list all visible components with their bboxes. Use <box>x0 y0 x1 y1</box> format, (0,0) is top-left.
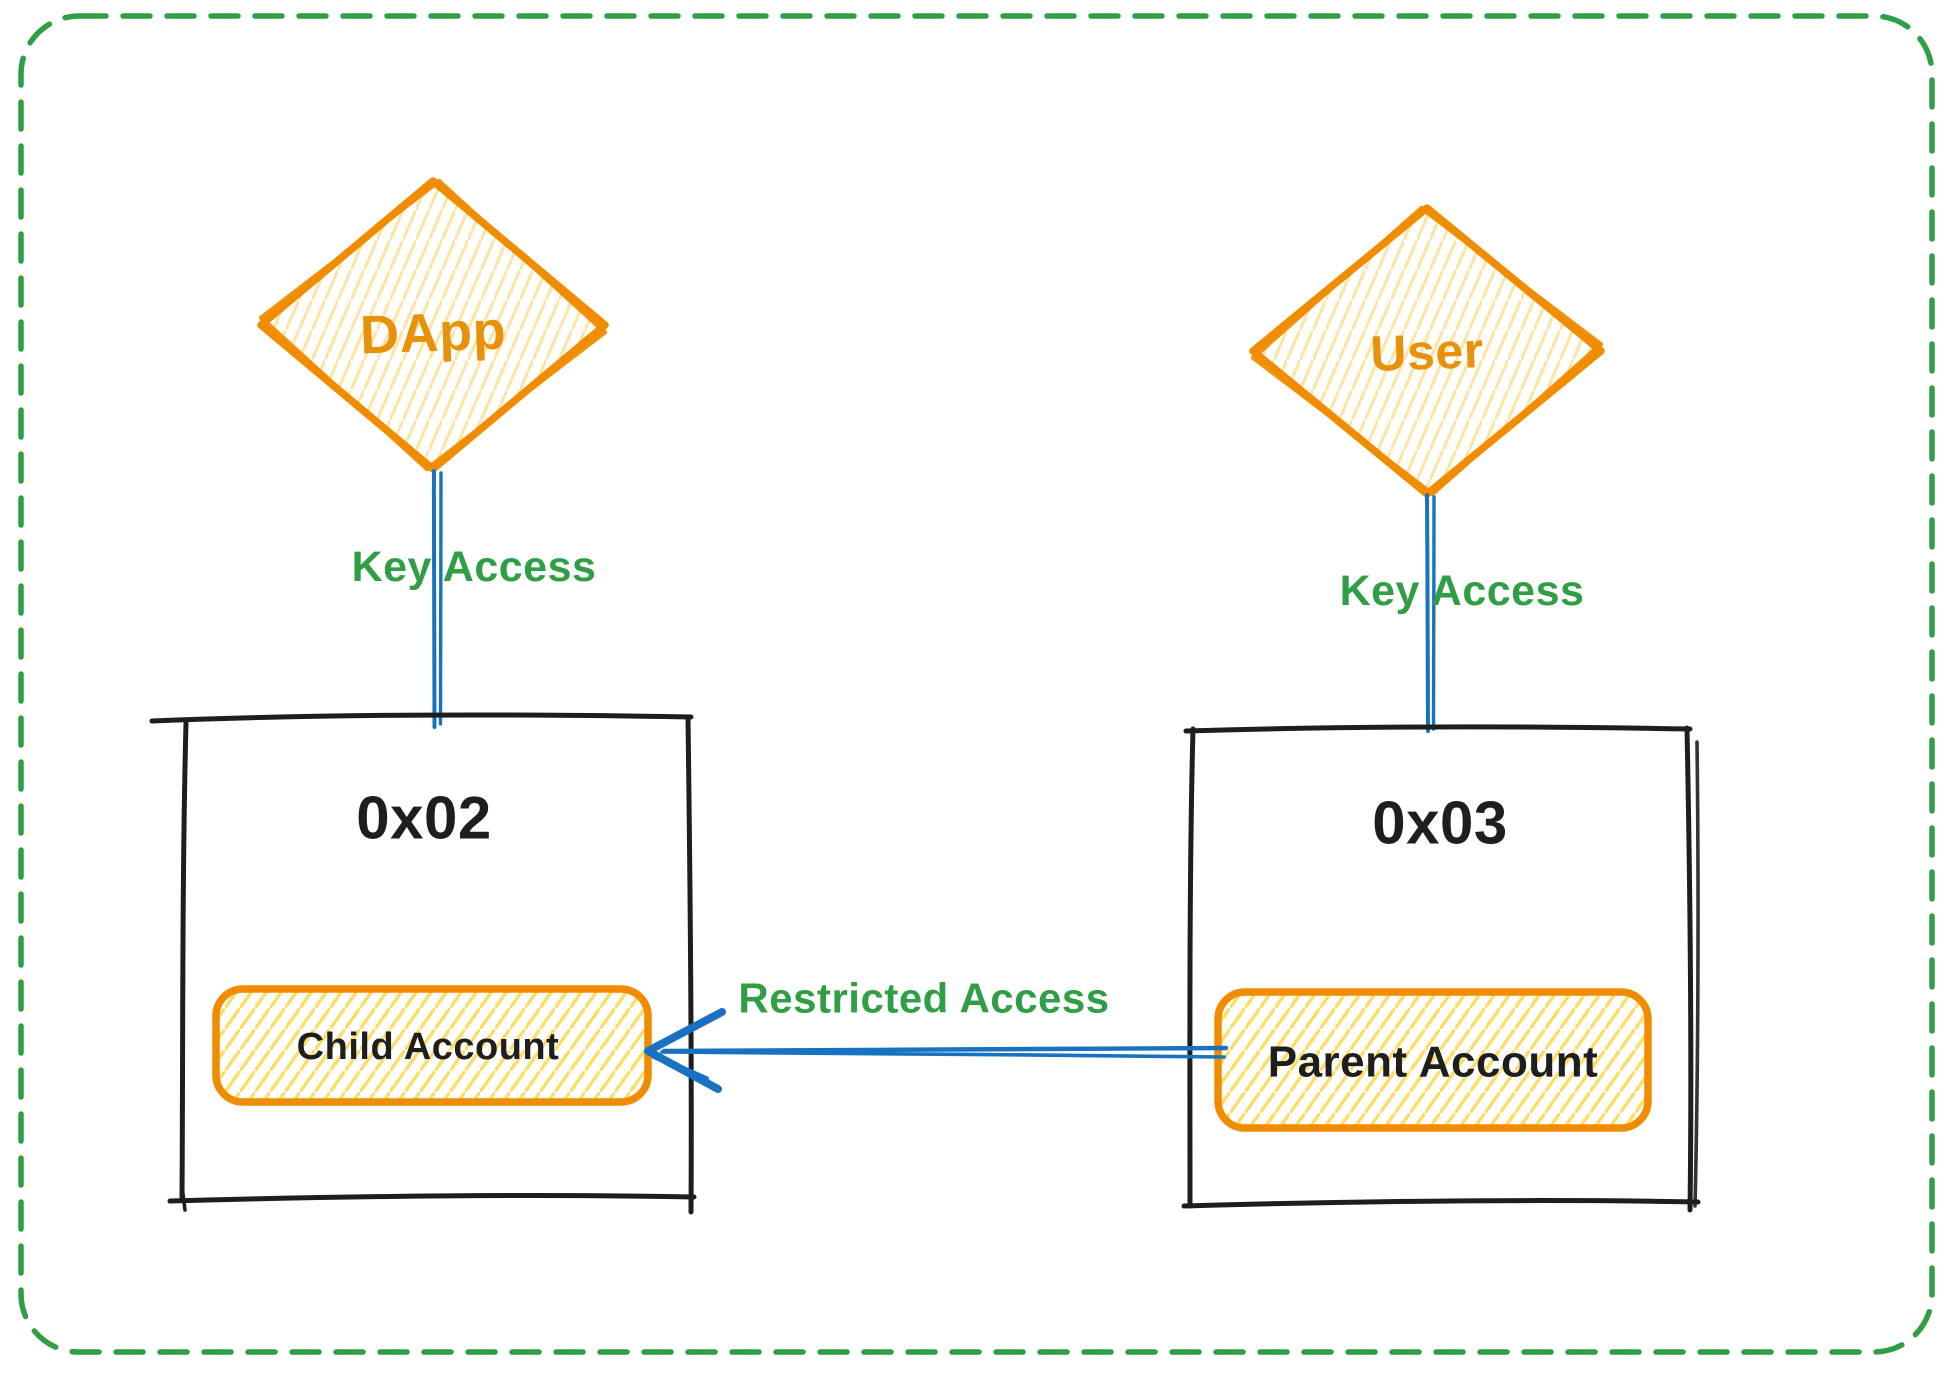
dapp-connector-line-2 <box>438 471 443 726</box>
child-account-shape <box>212 985 652 1106</box>
restricted-arrow-line-2 <box>660 1050 1226 1059</box>
right-box-right-edge <box>1684 725 1694 1213</box>
right-account-box <box>1181 724 1701 1213</box>
right-box-top-edge <box>1183 724 1693 734</box>
right-box-left-edge <box>1187 726 1196 1209</box>
restricted-access-label: Restricted Access <box>738 975 1109 1022</box>
left-box-bottom-edge <box>167 1193 697 1204</box>
restricted-arrow-line-1 <box>661 1045 1229 1054</box>
left-box-right-edge <box>685 715 694 1215</box>
restricted-arrow-head-sketch <box>651 1053 709 1082</box>
restricted-access-arrow <box>644 1008 1229 1093</box>
left-box-left-edge <box>179 720 189 1203</box>
parent-account-label: Parent Account <box>1268 1038 1599 1087</box>
left-box-top-edge <box>149 712 694 724</box>
parent-account-pill: Parent Account <box>1214 988 1652 1132</box>
child-account-label: Child Account <box>297 1026 560 1068</box>
right-box-right-edge-sketch <box>1693 740 1700 1208</box>
dapp-diamond-outline-sketch <box>258 178 608 472</box>
user-diamond-node: User <box>1249 204 1605 498</box>
user-connector-line-1 <box>1425 493 1430 733</box>
child-account-pill: Child Account <box>212 985 652 1106</box>
user-diamond-outline-sketch <box>1250 205 1604 497</box>
dapp-connector-line-1 <box>431 469 437 729</box>
dapp-diamond-node: DApp <box>257 177 609 473</box>
user-label: User <box>1369 322 1484 382</box>
dapp-key-access-connector <box>431 469 443 729</box>
user-key-access-label: Key Access <box>1340 567 1585 615</box>
left-box-corner-tick <box>180 1184 187 1212</box>
right-box-address: 0x03 <box>1372 790 1507 857</box>
left-account-box <box>149 712 697 1215</box>
left-box-address: 0x02 <box>356 785 491 852</box>
user-key-access-connector <box>1425 493 1436 733</box>
user-connector-line-2 <box>1431 495 1436 731</box>
dapp-key-access-label: Key Access <box>352 543 597 591</box>
parent-account-shape <box>1214 988 1652 1132</box>
dapp-label: DApp <box>359 300 507 365</box>
dashed-boundary-frame <box>18 13 1935 1355</box>
right-box-bottom-edge <box>1181 1198 1701 1209</box>
